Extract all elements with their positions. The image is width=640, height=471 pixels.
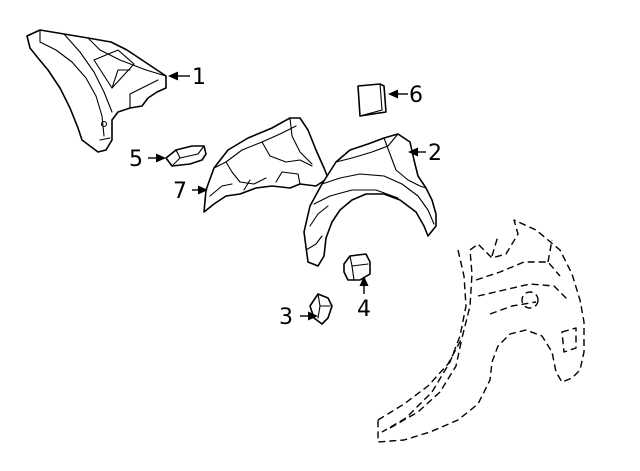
callout-2: 2 [408,141,442,166]
callout-label-3: 3 [279,305,293,330]
part-2-outer-wheelhouse [303,133,437,267]
callout-label-2: 2 [428,141,442,166]
callout-1: 1 [168,65,206,90]
part-4-clip [343,253,371,281]
quarter-panel-outline [377,219,585,443]
callout-label-1: 1 [192,65,206,90]
part-7-inner-wheelhouse [203,117,329,213]
callout-3: 3 [279,305,318,330]
callout-7: 7 [173,179,208,204]
callout-5: 5 [129,147,166,172]
callout-4: 4 [357,276,371,322]
callout-label-7: 7 [173,179,187,204]
callout-6: 6 [388,83,423,108]
callout-label-5: 5 [129,147,143,172]
callout-label-4: 4 [357,297,371,322]
callout-label-6: 6 [409,83,423,108]
part-5-bracket [165,145,207,167]
part-1-reinforcement [26,29,167,153]
part-3-clip [309,293,333,325]
part-6-pad [357,83,387,117]
